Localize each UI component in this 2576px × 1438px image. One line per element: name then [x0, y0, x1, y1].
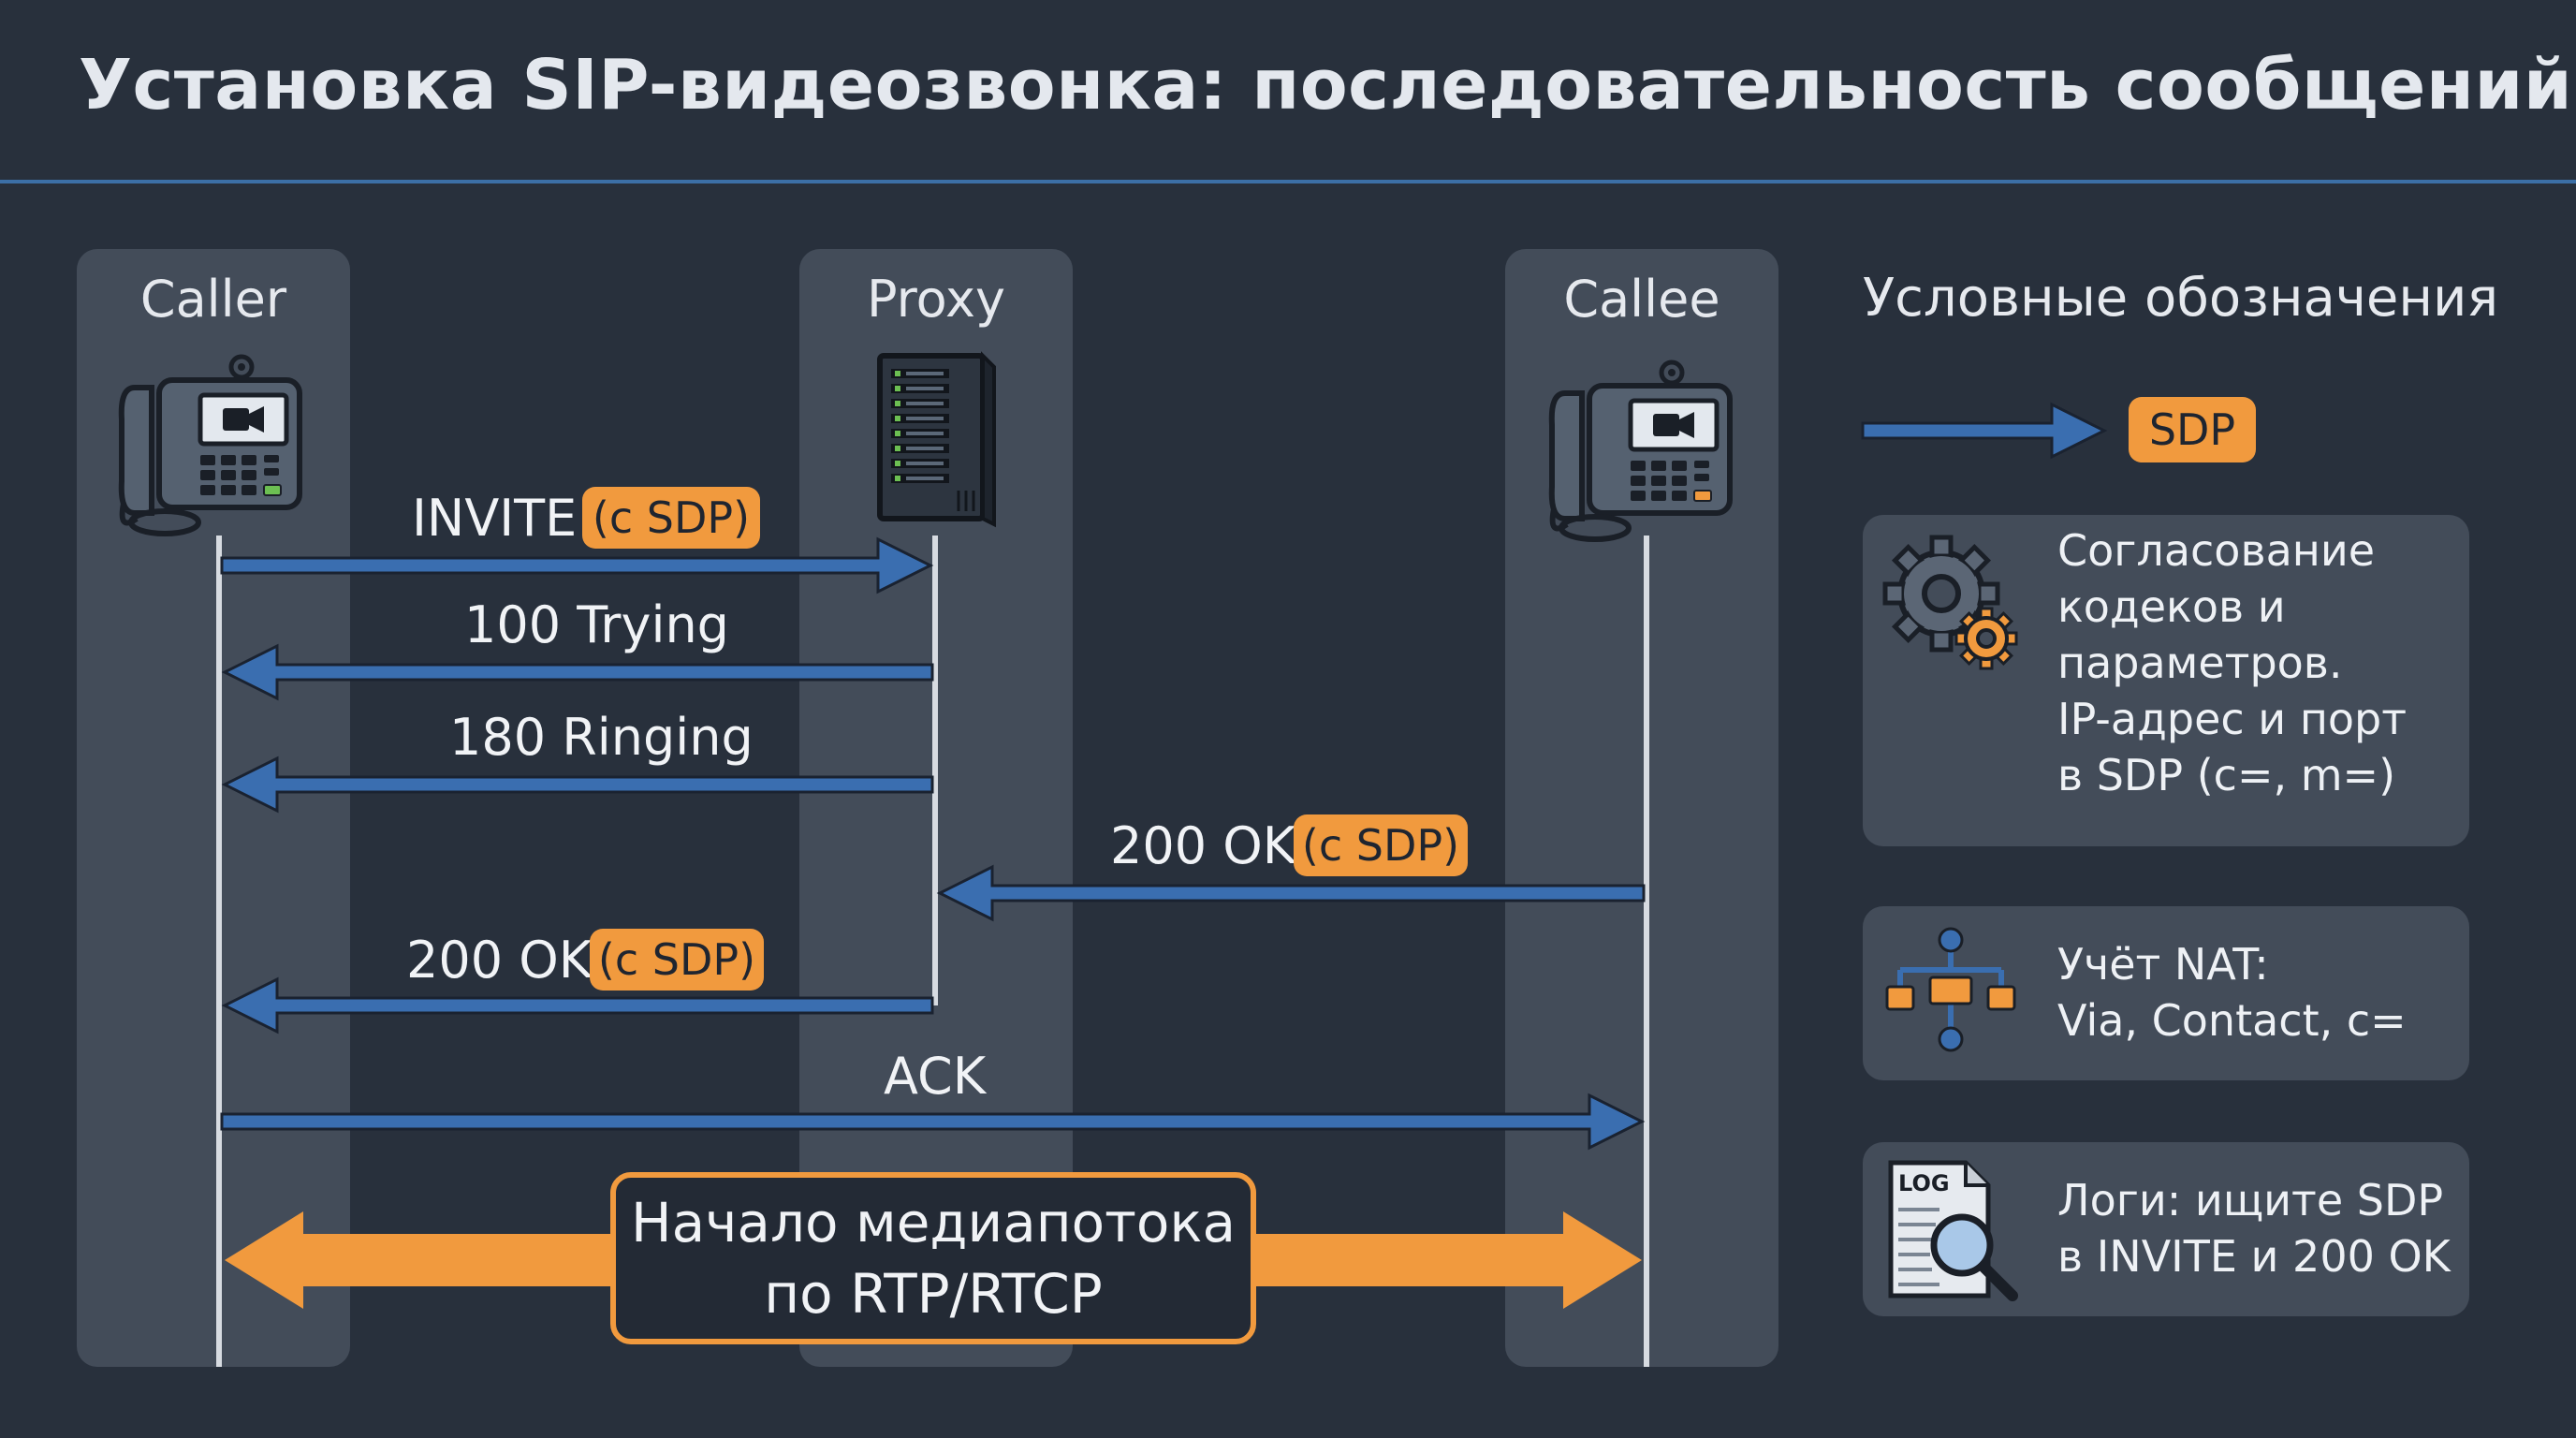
lifeline-proxy — [932, 536, 938, 1005]
lifeline-caller — [216, 536, 222, 1367]
arrow-180-ringing — [221, 756, 934, 814]
media-stream-line-1: Начало медиапотока — [631, 1191, 1236, 1255]
arrow-ack — [220, 1093, 1646, 1151]
participant-proxy-label: Proxy — [867, 270, 1005, 329]
message-180-ringing-label: 180 Ringing — [449, 708, 754, 767]
media-arrow-right — [1256, 1211, 1642, 1309]
arrow-invite — [220, 536, 934, 594]
message-200-ok-proxy-label: 200 OK — [406, 931, 593, 990]
legend-title: Условные обозначения — [1863, 268, 2499, 329]
arrow-200-ok-callee — [936, 864, 1646, 922]
gears-icon — [1882, 535, 2018, 670]
log-icon-label: LOG — [1898, 1170, 1950, 1196]
title-divider — [0, 180, 2576, 183]
sdp-badge: (c SDP) — [590, 929, 764, 990]
legend-logs-line-2: в INVITE и 200 OK — [2057, 1231, 2451, 1282]
sdp-badge: (c SDP) — [1294, 814, 1468, 876]
media-stream-box — [610, 1172, 1256, 1344]
legend-sdp-badge: SDP — [2129, 397, 2256, 462]
page-title: Установка SIP-видеозвонка: последователь… — [79, 45, 2573, 125]
legend-nat-line-2: Via, Contact, c= — [2057, 995, 2407, 1046]
legend-logs-line-1: Логи: ищите SDP — [2057, 1175, 2444, 1225]
server-rack-icon — [877, 351, 996, 528]
video-phone-icon — [1548, 360, 1733, 542]
lifeline-callee — [1644, 536, 1649, 1367]
message-200-ok-callee-label: 200 OK — [1110, 816, 1296, 875]
message-100-trying-label: 100 Trying — [464, 595, 729, 654]
media-stream-line-2: по RTP/RTCP — [764, 1262, 1103, 1326]
sdp-badge: (c SDP) — [582, 487, 760, 549]
arrow-100-trying — [221, 643, 934, 701]
arrow-200-ok-proxy — [221, 976, 934, 1034]
legend-codecs-line-2: кодеков и — [2057, 581, 2286, 632]
legend-codecs-line-5: в SDP (c=, m=) — [2057, 750, 2396, 800]
legend-codecs-line-1: Согласование — [2057, 525, 2376, 576]
participant-callee-label: Callee — [1563, 270, 1720, 329]
network-nat-icon — [1885, 927, 2016, 1052]
message-ack-label: ACK — [884, 1047, 987, 1106]
legend-codecs-line-3: параметров. — [2057, 638, 2343, 688]
legend-codecs-line-4: IP-адрес и порт — [2057, 694, 2408, 744]
participant-caller-label: Caller — [139, 270, 287, 329]
media-arrow-left — [225, 1211, 610, 1309]
log-search-icon: LOG — [1888, 1160, 2018, 1301]
video-phone-icon — [118, 354, 302, 536]
legend-arrow — [1861, 402, 2108, 460]
message-invite-label: INVITE — [412, 489, 578, 548]
legend-nat-line-1: Учёт NAT: — [2057, 939, 2269, 990]
